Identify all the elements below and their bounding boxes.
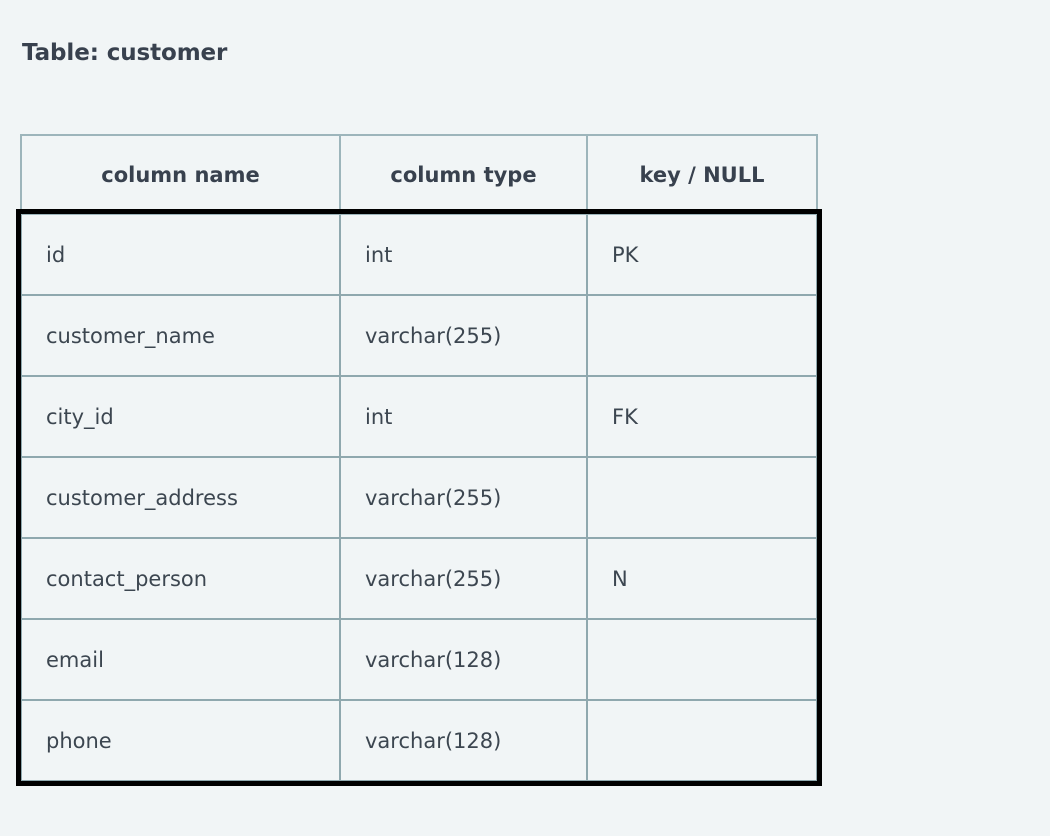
cell-column-type: varchar(128): [339, 699, 588, 782]
cell-column-name: id: [20, 213, 341, 296]
header-column-name: column name: [20, 134, 341, 215]
table-header: column name column type key / NULL: [20, 134, 818, 215]
cell-key-null: [586, 294, 818, 377]
cell-column-name: email: [20, 618, 341, 701]
cell-key-null: N: [586, 537, 818, 620]
cell-column-name: customer_name: [20, 294, 341, 377]
table-row: customer_name varchar(255): [20, 294, 818, 377]
cell-column-name: customer_address: [20, 456, 341, 539]
header-column-type: column type: [339, 134, 588, 215]
cell-column-type: int: [339, 375, 588, 458]
table-row: contact_person varchar(255) N: [20, 537, 818, 620]
cell-column-type: varchar(255): [339, 294, 588, 377]
table-row: city_id int FK: [20, 375, 818, 458]
cell-key-null: FK: [586, 375, 818, 458]
cell-key-null: [586, 699, 818, 782]
table-row: phone varchar(128): [20, 699, 818, 782]
table-body: id int PK customer_name varchar(255) cit…: [16, 209, 822, 786]
cell-key-null: PK: [586, 213, 818, 296]
table-row: customer_address varchar(255): [20, 456, 818, 539]
table-row: id int PK: [20, 213, 818, 296]
cell-column-type: varchar(255): [339, 456, 588, 539]
cell-column-name: phone: [20, 699, 341, 782]
cell-column-type: varchar(255): [339, 537, 588, 620]
cell-column-type: varchar(128): [339, 618, 588, 701]
table-row: email varchar(128): [20, 618, 818, 701]
schema-table: column name column type key / NULL id in…: [16, 134, 822, 786]
page-title: Table: customer: [22, 40, 228, 66]
cell-key-null: [586, 618, 818, 701]
cell-column-type: int: [339, 213, 588, 296]
cell-column-name: contact_person: [20, 537, 341, 620]
header-row: column name column type key / NULL: [20, 134, 818, 215]
cell-key-null: [586, 456, 818, 539]
cell-column-name: city_id: [20, 375, 341, 458]
header-key-null: key / NULL: [586, 134, 818, 215]
